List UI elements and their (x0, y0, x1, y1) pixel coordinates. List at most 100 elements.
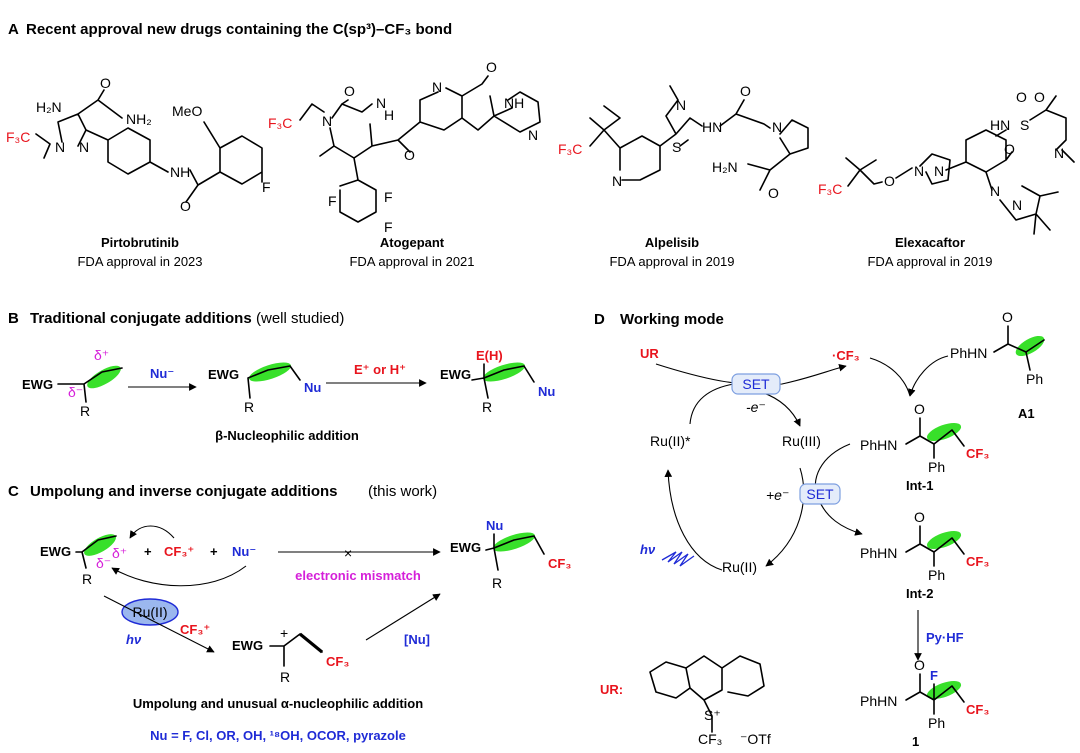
nitrogen-label: N (55, 139, 65, 155)
hn-label: HN (702, 119, 722, 135)
section-c-letter: C (8, 483, 19, 500)
cf3-label: CF₃ (966, 554, 989, 569)
beta-addition-caption: β-Nucleophilic addition (215, 428, 359, 443)
pirtobrutinib-structure: F₃C H₂N NH₂ O N N MeO NH O F (6, 75, 271, 214)
cation-intermediate: PhHN O Ph CF₃ Int-2 (860, 509, 989, 601)
r-label: R (82, 571, 92, 587)
ur-reagent-structure: UR: S⁺ CF₃ ⁻OTf (600, 655, 771, 747)
set-label: SET (806, 486, 834, 502)
nucleophile-label: Nu⁻ (232, 544, 256, 559)
oxygen-label: O (1016, 89, 1027, 105)
ru3-label: Ru(III) (782, 433, 821, 449)
int1-label: Int-1 (906, 478, 933, 493)
oxygen-label: O (740, 83, 751, 99)
delta-plus-label: δ⁺ (112, 545, 127, 561)
enolate-intermediate: EWG R Nu (208, 362, 321, 415)
cf3-cation-label: CF₃⁺ (180, 622, 210, 637)
nh-label: NH (170, 164, 190, 180)
nitrogen-label: N (914, 163, 924, 179)
nitrogen-label: N (676, 97, 686, 113)
delta-minus-label: δ⁻ (68, 384, 83, 400)
section-d-title: Working mode (620, 311, 724, 328)
nitrogen-label: N (376, 95, 386, 111)
drug-approval: FDA approval in 2019 (867, 254, 992, 269)
alpha-addition-product: EWG Nu R CF₃ (450, 518, 571, 591)
sulfonium-label: S⁺ (704, 707, 721, 723)
ru-catalyst: Ru(II) hν CF₃⁺ (121, 598, 210, 647)
section-c: C Umpolung and inverse conjugate additio… (8, 483, 571, 743)
oxygen-label: O (344, 83, 355, 99)
drug-name: Pirtobrutinib (101, 235, 179, 250)
nitrogen-label: N (934, 163, 944, 179)
cf3-label: F₃C (558, 141, 582, 157)
section-b: B Traditional conjugate additions (well … (8, 310, 555, 443)
r-label: R (280, 669, 290, 685)
excited-catalyst-label: Ru(II)* (650, 433, 691, 449)
ph-label: Ph (928, 459, 945, 475)
oxygen-label: O (1034, 89, 1045, 105)
nucleophile-label: Nu⁻ (150, 366, 174, 381)
reagent-label: Py·HF (926, 630, 964, 645)
set-badge-oxidative: SET (731, 373, 781, 395)
nitrogen-label: N (772, 119, 782, 135)
hn-label: HN (990, 117, 1010, 133)
nitrogen-label: N (432, 79, 442, 95)
ur-label: UR (640, 346, 659, 361)
sulfur-label: S (1020, 117, 1029, 133)
r-label: R (244, 399, 254, 415)
nitrogen-label: N (79, 139, 89, 155)
carbocation-intermediate: EWG + R CF₃ (232, 625, 349, 685)
nh2-label: NH₂ (126, 111, 152, 127)
product-number-label: 1 (912, 734, 919, 749)
cf3-label: F₃C (268, 115, 292, 131)
sulfur-label: S (672, 139, 681, 155)
ph-label: Ph (1026, 371, 1043, 387)
oxygen-label: O (768, 185, 779, 201)
section-c-title: Umpolung and inverse conjugate additions (30, 483, 338, 500)
ewg-label: EWG (232, 638, 263, 653)
drug-name: Atogepant (380, 235, 445, 250)
oxygen-label: O (1004, 141, 1015, 157)
ewg-label: EWG (40, 544, 71, 559)
cf3-label: CF₃ (548, 556, 571, 571)
alpha-addition-caption: Umpolung and unusual α-nucleophilic addi… (133, 696, 423, 711)
ewg-label: EWG (450, 540, 481, 555)
cf3-label: CF₃ (966, 446, 989, 461)
radical-intermediate: PhHN O Ph CF₃ Int-1 (860, 401, 989, 493)
oxygen-label: O (1002, 309, 1013, 325)
cf3-radical-label: ·CF₃ (832, 348, 860, 363)
fluorine-label: F (384, 219, 393, 235)
h2n-label: H₂N (712, 159, 738, 175)
cf3-label: CF₃ (966, 702, 989, 717)
section-a-title: Recent approval new drugs containing the… (26, 21, 452, 38)
set-label: SET (742, 376, 770, 392)
r-label: R (492, 575, 502, 591)
ru2-label: Ru(II) (722, 559, 757, 575)
atogepant-structure: F₃C N O N H O N O NH N F F F (268, 59, 541, 235)
nitrogen-label: N (528, 127, 538, 143)
phhn-label: PhHN (860, 545, 897, 561)
cf3-cation-label: CF₃⁺ (164, 544, 194, 559)
cf3-label: CF₃ (326, 654, 349, 669)
plus-sign: + (210, 544, 218, 559)
oxygen-label: O (914, 509, 925, 525)
plus-sign: + (280, 625, 288, 641)
hydrogen-label: H (384, 107, 394, 123)
light-label: hν (640, 542, 656, 557)
set-badge-reductive: SET (799, 483, 841, 505)
cross-mark: × (344, 545, 352, 561)
nitrogen-label: N (1054, 145, 1064, 161)
ur-legend-label: UR: (600, 682, 623, 697)
cf3-label: F₃C (6, 129, 30, 145)
triflate-label: ⁻OTf (740, 731, 771, 747)
oxygen-label: O (100, 75, 111, 91)
nu-label: Nu (538, 384, 555, 399)
nu-reagent-label: [Nu] (404, 632, 430, 647)
oxygen-label: O (914, 657, 925, 673)
elexacaftor-structure: F₃C O N N N N O HN S O O N (818, 89, 1075, 235)
fluorine-label: F (328, 193, 337, 209)
ewg-label: EWG (440, 367, 471, 382)
ph-label: Ph (928, 567, 945, 583)
ewg-label: EWG (22, 377, 53, 392)
